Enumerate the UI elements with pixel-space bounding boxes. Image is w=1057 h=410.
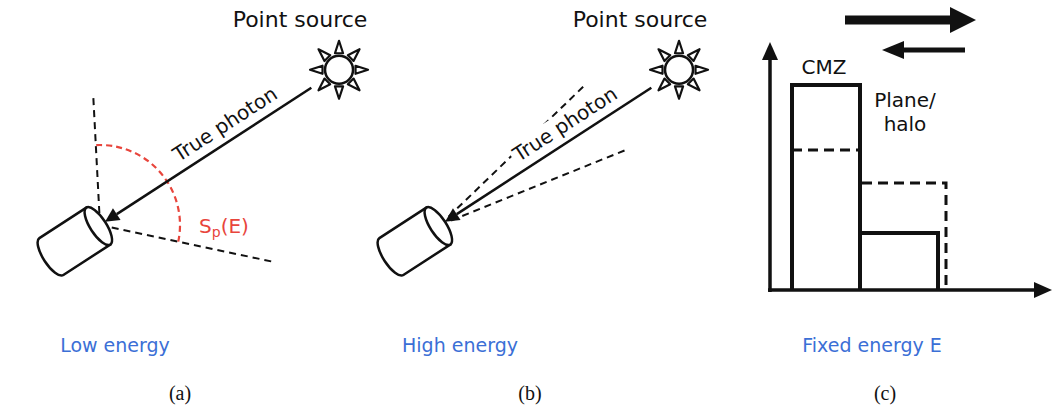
y-axis — [768, 58, 772, 292]
psf-cone-edge — [100, 225, 276, 262]
sun-ray — [310, 66, 322, 74]
energy-label: Low energy — [60, 334, 170, 357]
photon-arrow-head — [105, 208, 121, 221]
sun-ray — [650, 66, 662, 74]
x-axis-head — [1034, 282, 1052, 298]
panel-label: (c) — [874, 381, 896, 405]
bar-label: Plane/ halo — [868, 88, 942, 136]
psf-cone-edge — [93, 95, 100, 225]
photon-label: True photon — [506, 80, 624, 168]
flow-arrow-left-head — [882, 41, 904, 59]
panel-label: (b) — [518, 381, 541, 405]
photon-arrow-line — [117, 88, 312, 214]
source-label: Point source — [233, 7, 368, 33]
sun-ray — [335, 86, 343, 98]
flow-arrow-right-head — [950, 7, 976, 33]
panel-c — [762, 7, 1052, 298]
cmz-bar — [792, 85, 860, 290]
flow-arrow-left — [902, 48, 965, 53]
detector-face — [80, 203, 117, 249]
sun-disc — [665, 56, 693, 84]
panel-label: (a) — [169, 381, 191, 405]
sun-disc — [325, 56, 353, 84]
detector-cylinder — [373, 203, 457, 279]
panel-b — [373, 41, 708, 280]
energy-label: High energy — [402, 334, 518, 357]
point-source-symbol — [650, 41, 708, 99]
panel-a — [33, 41, 368, 280]
flow-arrow-right — [845, 16, 952, 25]
detector-face — [420, 203, 457, 249]
plane-bar — [860, 233, 938, 290]
psf-label: Sp(E) — [199, 214, 249, 238]
photon-arrow-head — [445, 208, 461, 221]
photon-arrow-line — [457, 88, 652, 214]
source-label: Point source — [573, 7, 708, 33]
sun-ray — [696, 66, 708, 74]
x-axis — [768, 288, 1036, 292]
sun-ray — [675, 41, 683, 53]
energy-label: Fixed energy E — [802, 334, 942, 357]
y-axis-head — [762, 42, 778, 60]
sun-ray — [675, 86, 683, 98]
detector-cylinder — [33, 203, 117, 279]
bar-label: CMZ — [802, 55, 847, 79]
psf-cone-edge — [440, 150, 625, 225]
cmz-bar-dashed-level — [792, 149, 860, 152]
sun-ray — [335, 41, 343, 53]
point-source-symbol — [310, 41, 368, 99]
photon-label: True photon — [169, 82, 282, 167]
plane-bar-dashed — [862, 183, 946, 288]
sun-ray — [356, 66, 368, 74]
